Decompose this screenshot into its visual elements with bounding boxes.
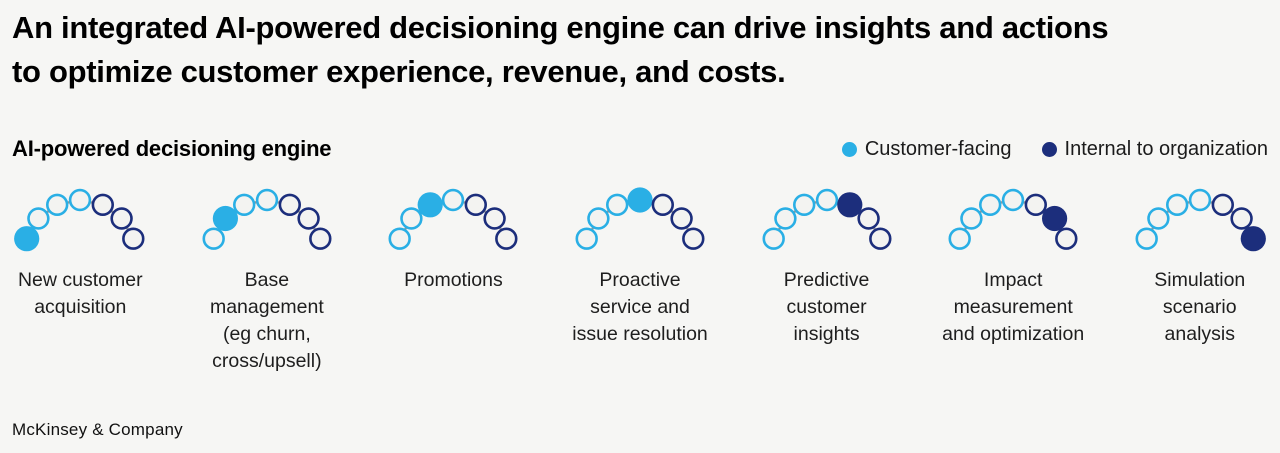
use-case-label: Simulation scenario analysis [1154,269,1246,345]
legend-item-internal: Internal to organization [1041,137,1268,161]
brand-footer: McKinsey & Company [12,420,183,439]
use-case-label: Predictive customer insights [783,269,870,345]
section-heading: AI-powered decisioning engine [12,136,332,161]
arc-diagram-proactive-service [575,187,705,250]
use-case-column-proactive-service: Proactive service and issue resolution [547,182,734,375]
use-case-column-base-management: Base management (eg churn, cross/upsell) [174,182,361,375]
use-case-column-promotions: Promotions [360,182,547,375]
arc-diagram-impact-measurement [948,188,1078,250]
use-case-label: New customer acquisition [17,269,143,318]
use-case-column-predictive-insights: Predictive customer insights [733,182,920,375]
legend-label-customer-facing: Customer-facing [864,137,1012,160]
use-case-label: Proactive service and issue resolution [572,269,708,345]
use-case-columns: New customer acquisition Base management… [0,182,1280,375]
arc-diagram-predictive-insights [762,188,892,250]
customer-facing-dot-icon [841,141,857,157]
use-case-column-new-customer-acquisition: New customer acquisition [0,182,174,375]
use-case-label: Impact measurement and optimization [942,269,1085,345]
legend-item-customer-facing: Customer-facing [841,137,1012,161]
use-case-column-impact-measurement: Impact measurement and optimization [920,182,1107,375]
arc-diagram-base-management [202,188,332,250]
exhibit: An integrated AI-powered decisioning eng… [0,6,1280,453]
use-case-label: Promotions [404,269,503,291]
arc-diagram-simulation-analysis [1135,188,1266,252]
legend: Customer-facing Internal to organization [841,137,1268,161]
arc-diagram-promotions [388,188,518,250]
internal-dot-icon [1041,141,1057,157]
legend-label-internal: Internal to organization [1064,137,1268,160]
arc-diagram-new-customer-acquisition [14,188,145,252]
subhead-row: AI-powered decisioning engine Customer-f… [12,136,1268,162]
exhibit-title: An integrated AI-powered decisioning eng… [12,10,1109,89]
use-case-label: Base management (eg churn, cross/upsell) [209,269,324,372]
use-case-column-simulation-analysis: Simulation scenario analysis [1106,182,1280,375]
